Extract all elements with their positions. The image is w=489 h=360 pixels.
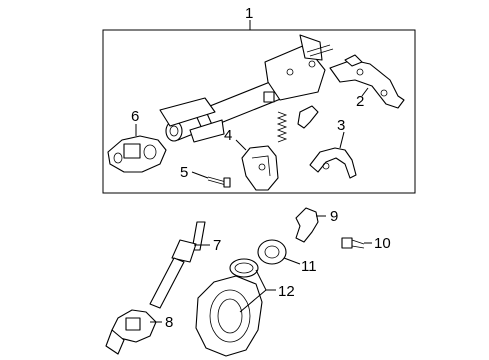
callout-12: 12 <box>278 283 295 300</box>
intermediate-shaft <box>149 221 206 309</box>
dash-boot <box>195 275 263 357</box>
callout-leader-4 <box>235 139 247 151</box>
callout-6: 6 <box>131 108 139 125</box>
callout-7: 7 <box>213 237 221 254</box>
boot-clamp <box>229 258 259 278</box>
callout-leader-11 <box>283 257 301 265</box>
lower-universal-joint <box>105 309 157 355</box>
callout-leader-12 <box>239 269 276 313</box>
steering-column-tube <box>159 34 334 143</box>
callout-3: 3 <box>337 117 345 134</box>
callout-11: 11 <box>301 258 317 275</box>
callout-2: 2 <box>356 93 364 110</box>
clip-bracket <box>309 147 357 179</box>
callout-1: 1 <box>245 5 253 22</box>
callout-leader-3 <box>339 131 345 149</box>
mounting-bracket <box>329 54 405 109</box>
flange-bolt <box>341 237 365 249</box>
coil-spring <box>276 111 288 143</box>
callout-9: 9 <box>330 208 338 225</box>
bushing-ring <box>257 239 287 265</box>
bolt <box>207 176 231 188</box>
small-clip <box>297 105 319 129</box>
callout-8: 8 <box>165 314 173 331</box>
callout-leader-2 <box>361 87 369 97</box>
lock-bracket <box>241 145 279 191</box>
assembly-boundary-box <box>102 29 416 194</box>
callout-5: 5 <box>180 164 188 181</box>
shaft-bracket <box>295 207 319 243</box>
universal-joint <box>107 135 167 173</box>
callout-4: 4 <box>224 127 232 144</box>
callout-10: 10 <box>374 235 391 252</box>
callout-leader-5 <box>191 171 209 179</box>
